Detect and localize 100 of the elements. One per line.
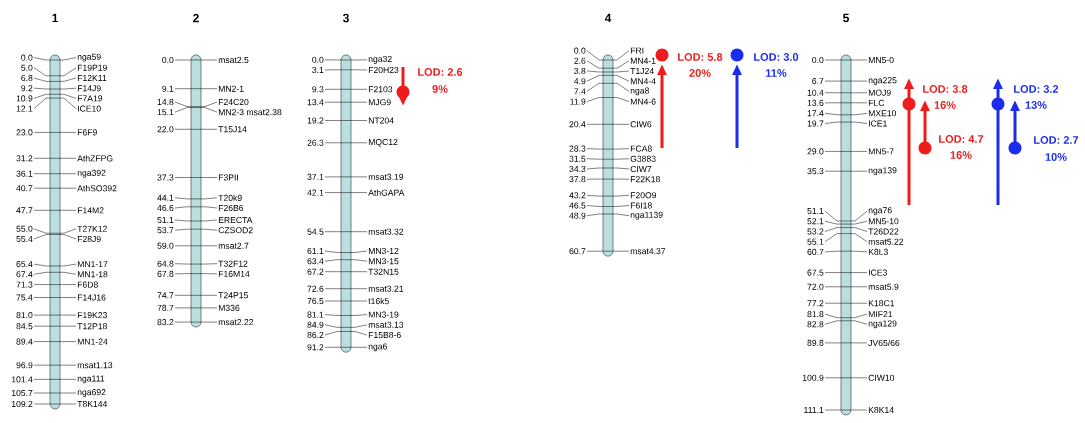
marker-label: F6F9 bbox=[77, 129, 97, 136]
position-label: 67.8 bbox=[157, 270, 174, 277]
position-label: 23.0 bbox=[16, 129, 33, 136]
marker-label: ICE1 bbox=[869, 120, 887, 127]
position-label: 13.4 bbox=[307, 99, 324, 106]
position-label: 3.8 bbox=[574, 67, 586, 75]
position-label: 72.0 bbox=[807, 283, 824, 290]
marker-label: MN3-15 bbox=[368, 258, 399, 265]
marker-label: msat3.32 bbox=[368, 228, 404, 235]
marker-label: T32N15 bbox=[368, 268, 399, 275]
position-label: 81.1 bbox=[307, 311, 324, 318]
position-label: 83.2 bbox=[157, 319, 174, 326]
position-label: 35.3 bbox=[807, 168, 824, 175]
marker-label: msat4.37 bbox=[630, 248, 666, 255]
position-label: 91.2 bbox=[307, 344, 324, 351]
lod-label: 16% bbox=[934, 101, 956, 109]
position-label: 42.1 bbox=[307, 189, 324, 196]
position-label: 53.7 bbox=[157, 227, 174, 234]
marker-label: MN1-24 bbox=[77, 338, 108, 345]
marker-label: M336 bbox=[218, 304, 240, 311]
position-label: 0.0 bbox=[574, 47, 586, 54]
marker-label: msat3.21 bbox=[368, 285, 404, 292]
position-label: 37.3 bbox=[157, 174, 174, 181]
marker-label: MN4-1 bbox=[630, 57, 656, 64]
marker-label: CIW6 bbox=[630, 121, 652, 128]
marker-label: nga139 bbox=[868, 167, 897, 176]
position-label: 101.4 bbox=[11, 376, 33, 383]
marker-label: MQC12 bbox=[368, 138, 398, 147]
marker-label: T15J14 bbox=[218, 126, 247, 133]
position-label: 46.6 bbox=[157, 204, 174, 212]
position-label: 22.0 bbox=[157, 126, 174, 133]
position-label: 28.3 bbox=[569, 145, 586, 152]
chromosome-number: 2 bbox=[193, 13, 199, 23]
marker-label: nga6 bbox=[368, 343, 387, 352]
marker-label: F15B8-6 bbox=[368, 331, 401, 339]
marker-label: CIW7 bbox=[630, 165, 652, 173]
lod-label: 13% bbox=[1025, 101, 1047, 109]
marker-label: F14J9 bbox=[77, 85, 101, 92]
position-label: 31.2 bbox=[16, 155, 33, 162]
position-label: 64.8 bbox=[157, 260, 174, 267]
position-label: 60.7 bbox=[807, 248, 824, 255]
marker-label: T27K12 bbox=[77, 225, 107, 232]
lod-label: LOD: 3.0 bbox=[754, 53, 799, 61]
position-label: 105.7 bbox=[11, 389, 33, 396]
marker-label: K8K14 bbox=[868, 406, 894, 413]
marker-label: FCA8 bbox=[630, 145, 652, 152]
position-label: 82.8 bbox=[807, 321, 824, 328]
lod-label: LOD: 3.8 bbox=[923, 85, 968, 93]
position-label: 37.8 bbox=[569, 176, 586, 183]
position-label: 51.1 bbox=[157, 217, 174, 223]
marker-label: K18C1 bbox=[868, 300, 895, 307]
position-label: 44.1 bbox=[157, 194, 174, 201]
chromosome-number: 3 bbox=[342, 13, 349, 23]
marker-label: F28J9 bbox=[77, 235, 101, 243]
position-label: 19.2 bbox=[307, 117, 324, 124]
position-label: 0.0 bbox=[812, 56, 824, 64]
marker-label: F14J16 bbox=[77, 294, 106, 301]
position-label: 84.9 bbox=[307, 321, 324, 328]
lod-label: LOD: 2.7 bbox=[1034, 136, 1079, 144]
marker-label: MN2-3 msat2.38 bbox=[218, 109, 282, 116]
marker-label: MJG9 bbox=[368, 99, 391, 106]
position-label: 6.8 bbox=[21, 74, 33, 82]
marker-label: F3PII bbox=[218, 174, 238, 181]
position-label: 65.4 bbox=[16, 261, 33, 268]
marker-label: F22K18 bbox=[630, 176, 660, 183]
marker-label: msat2.7 bbox=[218, 242, 249, 249]
position-label: 46.5 bbox=[569, 202, 586, 209]
marker-label: F20H23 bbox=[368, 66, 399, 74]
position-label: 67.4 bbox=[16, 271, 33, 278]
marker-label: MN3-12 bbox=[368, 247, 399, 255]
marker-label: nga129 bbox=[868, 320, 897, 329]
marker-label: MIF21 bbox=[868, 311, 893, 318]
position-label: 17.4 bbox=[807, 110, 824, 117]
marker-label: T26D22 bbox=[868, 228, 899, 235]
position-label: 34.3 bbox=[569, 165, 586, 173]
position-label: 0.0 bbox=[21, 54, 33, 61]
marker-label: ICE3 bbox=[869, 269, 887, 276]
marker-label: ERECTA bbox=[218, 216, 253, 224]
marker-label: msat5.9 bbox=[868, 283, 899, 290]
marker-label: F6D8 bbox=[77, 281, 98, 288]
marker-label: F14M2 bbox=[77, 207, 104, 214]
marker-label: MN4-6 bbox=[630, 98, 656, 105]
marker-label: F6I18 bbox=[630, 202, 652, 209]
position-label: 29.0 bbox=[807, 148, 824, 155]
position-label: 36.1 bbox=[16, 170, 33, 177]
position-label: 55.4 bbox=[16, 236, 33, 242]
position-label: 78.7 bbox=[157, 304, 174, 311]
position-label: 14.8 bbox=[157, 98, 174, 106]
marker-label: nga111 bbox=[77, 375, 105, 384]
position-label: 61.1 bbox=[307, 247, 324, 255]
marker-label: nga59 bbox=[77, 53, 101, 62]
marker-label: msat2.22 bbox=[218, 319, 254, 326]
position-label: 48.9 bbox=[569, 212, 586, 219]
marker-label: T32F12 bbox=[218, 260, 248, 267]
marker-label: MN3-19 bbox=[368, 311, 399, 318]
marker-label: msat1.13 bbox=[77, 362, 113, 369]
marker-label: msat2.5 bbox=[218, 56, 249, 64]
marker-label: CIW10 bbox=[868, 374, 895, 381]
position-label: 59.0 bbox=[157, 242, 174, 249]
marker-label: T24P15 bbox=[218, 292, 248, 299]
